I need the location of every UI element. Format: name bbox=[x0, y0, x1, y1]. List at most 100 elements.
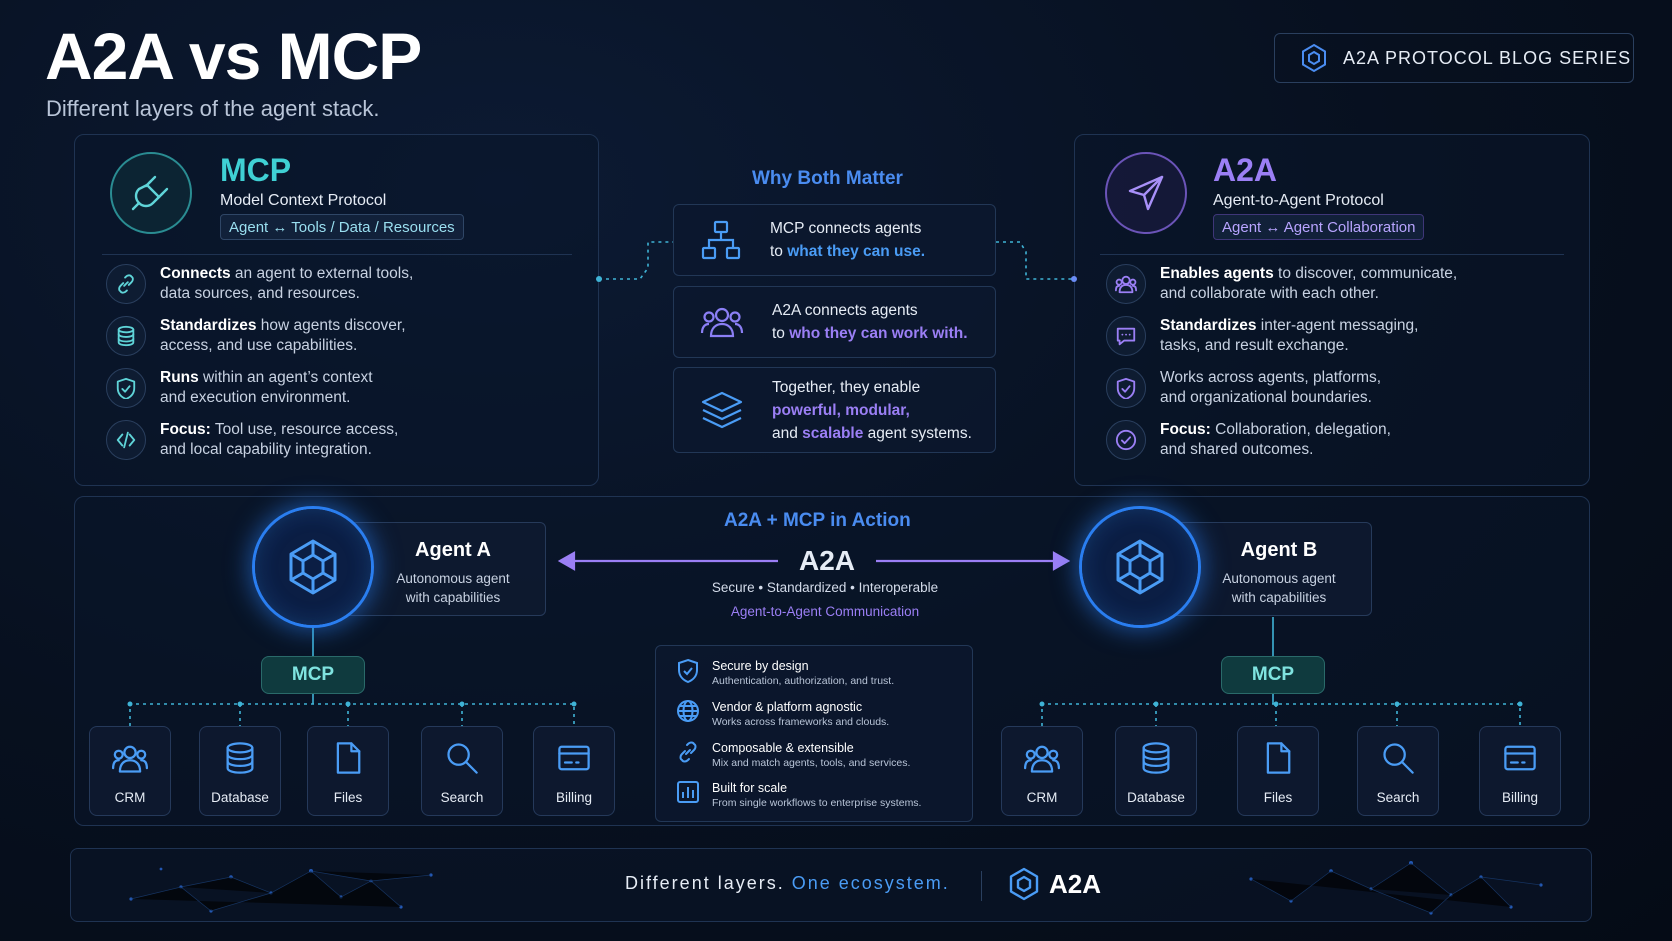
benefit-title: Composable & extensible bbox=[712, 741, 854, 755]
tool-label: Search bbox=[1376, 790, 1420, 805]
benefit-desc: From single workflows to enterprise syst… bbox=[712, 797, 922, 809]
a2a-title: A2A bbox=[1213, 152, 1278, 188]
footer-text-a: Different layers. bbox=[625, 873, 792, 893]
divider bbox=[1100, 254, 1564, 255]
tool-database[interactable]: Database bbox=[1115, 726, 1197, 816]
feature-item: Connects an agent to external tools,data… bbox=[106, 264, 413, 304]
feature-bold: Enables agents bbox=[1160, 265, 1274, 282]
feature-line2: tasks, and result exchange. bbox=[1160, 337, 1349, 354]
tool-files[interactable]: Files bbox=[307, 726, 389, 816]
series-label: A2A PROTOCOL BLOG SERIES bbox=[1343, 47, 1632, 68]
tool-database[interactable]: Database bbox=[199, 726, 281, 816]
a2a-center-sub: Secure • Standardized • Interoperable bbox=[711, 580, 939, 595]
benefit-desc: Works across frameworks and clouds. bbox=[712, 716, 890, 728]
tool-billing[interactable]: Billing bbox=[533, 726, 615, 816]
feature-line1: to discover, communicate, bbox=[1273, 265, 1458, 282]
why-item: MCP connects agents to what they can use. bbox=[673, 204, 996, 276]
footer-tagline: Different layers. One ecosystem. bbox=[625, 873, 950, 894]
users-icon bbox=[700, 307, 744, 338]
users-icon bbox=[1024, 745, 1060, 773]
a2a-center-label: A2A bbox=[799, 545, 856, 576]
why-line: agent systems. bbox=[863, 424, 972, 442]
feature-text: Standardizes how agents discover,access,… bbox=[160, 316, 406, 356]
users-icon bbox=[112, 745, 148, 773]
why-line: to bbox=[772, 325, 790, 342]
mcp-full-name: Model Context Protocol bbox=[220, 192, 387, 209]
feature-bold: Focus: bbox=[1160, 421, 1211, 438]
feature-item: Works across agents, platforms,and organ… bbox=[1106, 368, 1381, 408]
tool-crm[interactable]: CRM bbox=[1001, 726, 1083, 816]
feature-bold: Runs bbox=[160, 369, 199, 386]
tool-files[interactable]: Files bbox=[1237, 726, 1319, 816]
agent-b-desc-line: Autonomous agent bbox=[1222, 571, 1336, 586]
series-badge: A2A PROTOCOL BLOG SERIES bbox=[1274, 33, 1634, 83]
feature-text: Runs within an agent’s context and execut… bbox=[160, 368, 373, 408]
feature-item: Standardizes how agents discover,access,… bbox=[106, 316, 406, 356]
feature-line1: Tool use, resource access, bbox=[210, 421, 399, 438]
database-icon bbox=[106, 316, 146, 356]
feature-line2: and local capability integration. bbox=[160, 441, 372, 458]
feature-item: Runs within an agent’s context and execut… bbox=[106, 368, 373, 408]
paper-plane-icon bbox=[1105, 152, 1187, 234]
action-title: A2A + MCP in Action bbox=[724, 510, 911, 531]
tool-search[interactable]: Search bbox=[421, 726, 503, 816]
why-highlight: what they can use. bbox=[787, 243, 926, 260]
tool-label: Billing bbox=[555, 790, 593, 805]
mcp-tag: Agent ↔ Tools / Data / Resources bbox=[220, 214, 464, 240]
search-icon bbox=[447, 743, 478, 774]
feature-line1: how agents discover, bbox=[256, 317, 406, 334]
a2a-center-sub2: Agent-to-Agent Communication bbox=[730, 604, 920, 619]
agent-a-name: Agent A bbox=[415, 539, 491, 561]
benefit-desc: Mix and match agents, tools, and service… bbox=[712, 757, 911, 769]
feature-line2: and execution environment. bbox=[160, 389, 351, 406]
shield-icon bbox=[1106, 368, 1146, 408]
feature-bold: Focus: bbox=[160, 421, 211, 438]
tool-label: Billing bbox=[1501, 790, 1539, 805]
search-icon bbox=[1383, 743, 1414, 774]
plug-icon bbox=[110, 152, 192, 234]
tool-billing[interactable]: Billing bbox=[1479, 726, 1561, 816]
why-line: and bbox=[772, 424, 803, 442]
globe-icon bbox=[677, 700, 699, 722]
feature-line1: an agent to external tools, bbox=[230, 265, 414, 282]
feature-item: Enables agents to discover, communicate,… bbox=[1106, 264, 1457, 304]
agent-b-desc-line: with capabilities bbox=[1231, 590, 1327, 605]
database-icon bbox=[226, 742, 254, 774]
tool-label: CRM bbox=[1026, 790, 1058, 805]
feature-text: Standardizes inter-agent messaging,tasks… bbox=[1160, 316, 1418, 356]
feature-text: Focus: Tool use, resource access, and loc… bbox=[160, 420, 398, 460]
network-icon bbox=[701, 220, 741, 260]
benefit-desc: Authentication, authorization, and trust… bbox=[712, 675, 895, 687]
bar-chart-icon bbox=[677, 781, 699, 803]
feature-line2: access, and use capabilities. bbox=[160, 337, 358, 354]
shield-check-icon bbox=[678, 658, 698, 684]
credit-card-icon bbox=[1504, 745, 1536, 771]
feature-bold: Standardizes bbox=[1160, 317, 1257, 334]
feature-line2: and collaborate with each other. bbox=[1160, 285, 1379, 302]
feature-line2: and shared outcomes. bbox=[1160, 441, 1314, 458]
feature-text: Enables agents to discover, communicate,… bbox=[1160, 264, 1457, 304]
tool-crm[interactable]: CRM bbox=[89, 726, 171, 816]
why-line: to bbox=[770, 243, 788, 260]
hexagon-logo-icon bbox=[1009, 867, 1039, 901]
tool-search[interactable]: Search bbox=[1357, 726, 1439, 816]
agent-b-name: Agent B bbox=[1240, 539, 1318, 561]
divider bbox=[981, 871, 982, 901]
feature-line1: within an agent’s context bbox=[198, 369, 373, 386]
chat-icon bbox=[1106, 316, 1146, 356]
page-title: A2A vs MCP bbox=[45, 19, 422, 93]
agent-a-mcp-pill: MCP bbox=[261, 656, 365, 694]
hexagon-logo-icon bbox=[1302, 43, 1326, 73]
footer: Different layers. One ecosystem. A2A bbox=[70, 848, 1592, 922]
why-line: MCP connects agents bbox=[770, 220, 922, 237]
a2a-full-name: Agent-to-Agent Protocol bbox=[1213, 192, 1384, 209]
agent-a-hexagon-icon bbox=[255, 509, 371, 625]
tool-label: Search bbox=[440, 790, 484, 805]
tool-label: Files bbox=[333, 790, 363, 805]
agent-b-hexagon-icon bbox=[1082, 509, 1198, 625]
